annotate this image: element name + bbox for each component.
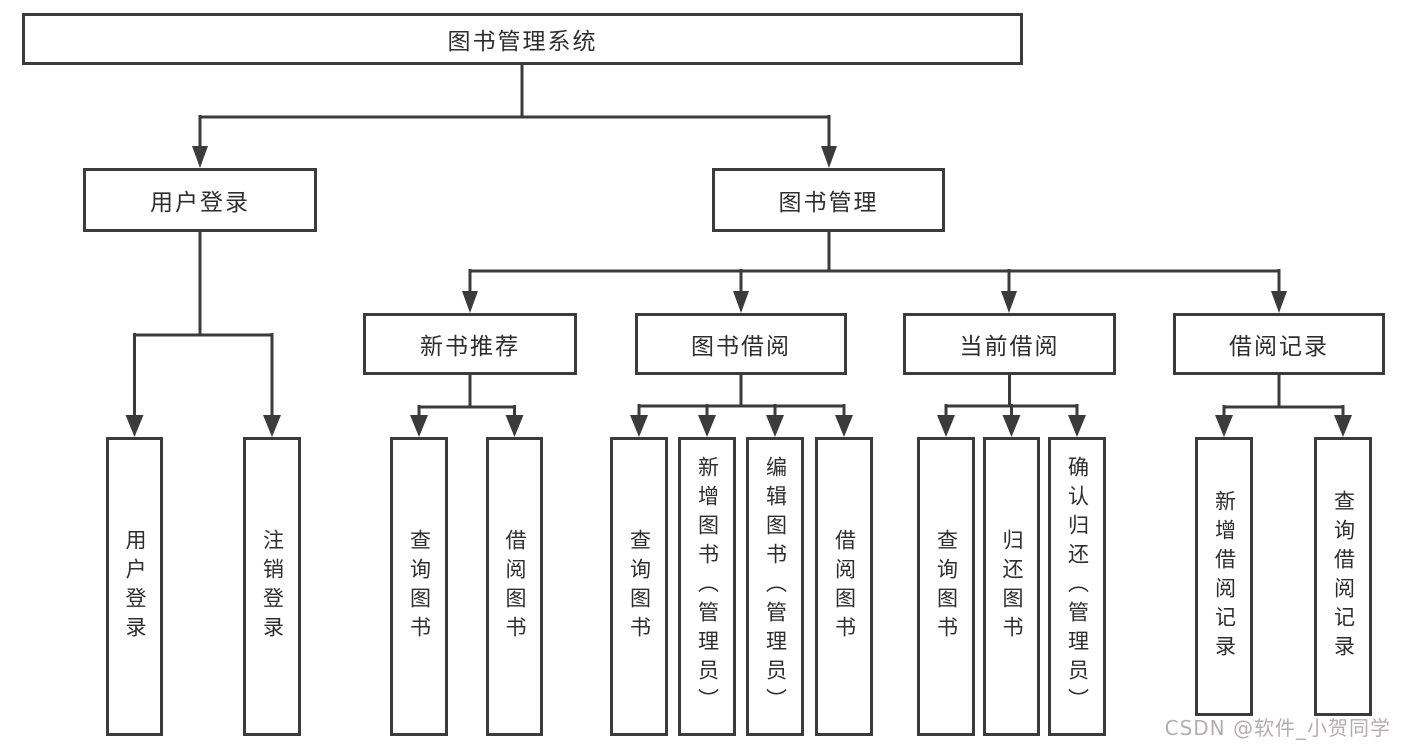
node-borrow-records-label: 借阅记录 — [1229, 334, 1329, 360]
arrowhead — [263, 415, 281, 437]
arrowhead — [1334, 415, 1352, 437]
leaf-newbooks-borrow-books: 借阅图书 — [486, 437, 543, 736]
arrowhead — [821, 146, 837, 168]
leaf-confirm-return-admin: 确认归还（管理员） — [1048, 437, 1106, 736]
arrowhead — [1271, 291, 1287, 313]
connector-path — [637, 375, 846, 418]
leaf-confirm-return-admin-label: 确认归还（管理员） — [1065, 456, 1090, 717]
leaf-newbooks-query-books-label: 查询图书 — [407, 528, 432, 645]
arrowhead — [505, 415, 524, 437]
node-book-borrow-label: 图书借阅 — [691, 334, 791, 360]
leaf-logout-label: 注销登录 — [260, 528, 285, 645]
arrowhead — [766, 415, 784, 437]
leaf-edit-books-admin: 编辑图书（管理员） — [746, 437, 804, 736]
arrowhead — [630, 415, 648, 437]
node-root-label: 图书管理系统 — [447, 29, 598, 55]
arrowhead — [1215, 415, 1233, 437]
watermark: CSDN @软件_小贺同学 — [1164, 716, 1391, 740]
leaf-borrow-query-books: 查询图书 — [610, 437, 668, 736]
leaf-query-borrow-record: 查询借阅记录 — [1314, 437, 1372, 716]
connector-currentborrow-to-leaves — [937, 375, 1086, 437]
arrowhead — [192, 146, 208, 168]
leaf-add-books-admin-label: 新增图书（管理员） — [695, 456, 720, 717]
node-user-login-label: 用户登录 — [150, 190, 250, 216]
node-book-mgmt-label: 图书管理 — [778, 190, 879, 216]
connector-bookborrow-to-leaves — [630, 375, 853, 437]
node-current-borrow: 当前借阅 — [903, 313, 1116, 375]
leaf-return-books: 归还图书 — [983, 437, 1040, 736]
arrowhead — [1068, 415, 1086, 437]
leaf-user-login: 用户登录 — [106, 437, 163, 736]
arrowhead — [462, 291, 478, 313]
connector-path — [417, 375, 516, 418]
leaf-add-books-admin: 新增图书（管理员） — [678, 437, 736, 736]
arrowhead — [125, 415, 144, 437]
arrowhead — [835, 415, 853, 437]
node-new-books-label: 新书推荐 — [420, 334, 520, 360]
node-book-borrow: 图书借阅 — [635, 313, 847, 375]
connector-bookmgmt-to-level3 — [462, 232, 1287, 313]
connector-path — [1222, 375, 1345, 418]
leaf-add-borrow-record: 新增借阅记录 — [1195, 437, 1253, 716]
leaf-current-query-books-label: 查询图书 — [934, 528, 959, 645]
leaf-user-login-label: 用户登录 — [123, 528, 147, 645]
leaf-borrow-query-books-label: 查询图书 — [627, 528, 652, 645]
node-current-borrow-label: 当前借阅 — [959, 334, 1060, 360]
leaf-edit-books-admin-label: 编辑图书（管理员） — [763, 456, 788, 717]
connector-path — [133, 232, 274, 418]
arrowhead — [698, 415, 716, 437]
leaf-add-borrow-record-label: 新增借阅记录 — [1212, 489, 1237, 664]
connector-newbooks-to-leaves — [410, 375, 524, 437]
leaf-newbooks-query-books: 查询图书 — [390, 437, 448, 736]
node-book-mgmt: 图书管理 — [712, 168, 945, 232]
leaf-newbooks-borrow-books-label: 借阅图书 — [503, 528, 527, 645]
node-new-books: 新书推荐 — [363, 313, 577, 375]
connector-path — [468, 232, 1281, 294]
leaf-return-books-label: 归还图书 — [1000, 528, 1024, 645]
arrowhead — [1002, 415, 1021, 437]
leaf-borrow-borrow-books: 借阅图书 — [815, 437, 873, 736]
connector-path — [198, 65, 831, 150]
leaf-logout: 注销登录 — [243, 437, 301, 736]
node-user-login: 用户登录 — [83, 168, 317, 232]
connector-root-to-level2 — [192, 65, 837, 168]
node-root: 图书管理系统 — [22, 13, 1023, 65]
connector-userlogin-to-leaves — [125, 232, 281, 437]
arrowhead — [937, 415, 955, 437]
connector-borrowrecords-to-leaves — [1215, 375, 1352, 437]
arrowhead — [733, 291, 749, 313]
leaf-borrow-borrow-books-label: 借阅图书 — [832, 528, 857, 645]
connector-path — [944, 375, 1079, 418]
arrowhead — [410, 415, 428, 437]
arrowhead — [1001, 291, 1017, 313]
leaf-query-borrow-record-label: 查询借阅记录 — [1331, 489, 1356, 664]
leaf-current-query-books: 查询图书 — [917, 437, 975, 736]
node-borrow-records: 借阅记录 — [1173, 313, 1385, 375]
